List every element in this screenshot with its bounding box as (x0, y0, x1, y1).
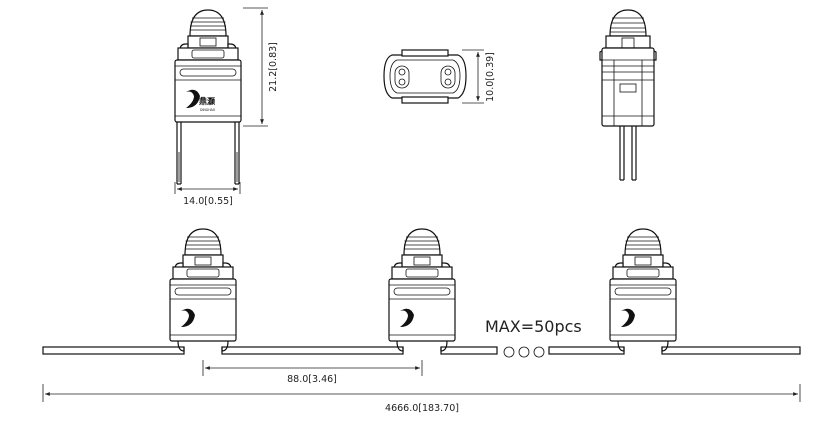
cable-segment (42, 346, 185, 355)
width-dimension: 14.0[0.55] (174, 182, 241, 207)
led-string: MAX=50pcs (42, 228, 801, 358)
led-module (388, 228, 456, 352)
top-view (383, 49, 467, 104)
total-length-label: 4666.0[183.70] (385, 403, 459, 414)
total-length-dimension: 4666.0[183.70] (42, 384, 801, 414)
led-module (169, 228, 237, 352)
cable-segment (661, 346, 801, 355)
ellipsis-dot (518, 346, 530, 358)
ellipsis-dot (533, 346, 545, 358)
width-label: 14.0[0.55] (183, 196, 233, 207)
side-view (599, 9, 657, 181)
logo-text: 鼎灏 (199, 96, 215, 106)
cable-segment (548, 346, 625, 355)
ellipsis-dot (503, 346, 515, 358)
height-label: 21.2[0.83] (268, 42, 279, 92)
max-count-label: MAX=50pcs (485, 317, 582, 336)
led-module (609, 228, 677, 352)
cable-segment (440, 346, 498, 355)
depth-label: 10.0[0.39] (485, 52, 496, 102)
pitch-label: 88.0[3.46] (287, 374, 337, 385)
height-dimension: 21.2[0.83] (243, 7, 279, 127)
cable-segment (221, 346, 404, 355)
depth-dimension: 10.0[0.39] (462, 49, 496, 104)
logo-subtext: DINGHAO (200, 108, 216, 112)
front-view: 鼎灏 DINGHAO (174, 9, 242, 185)
pitch-dimension: 88.0[3.46] (202, 360, 423, 385)
